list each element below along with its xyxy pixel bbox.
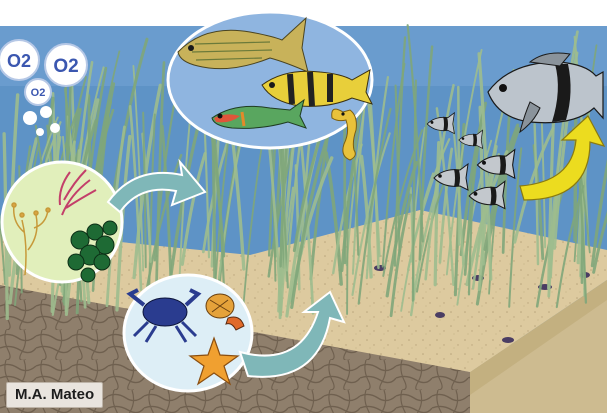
bubble-icon: [40, 106, 52, 118]
seagrass-blade: [458, 87, 459, 245]
oxygen-label-3: O2: [31, 87, 46, 99]
oxygen-label-2: O2: [53, 56, 78, 77]
bubble-icon: [50, 123, 60, 133]
bubble-icon: [23, 111, 37, 125]
oxygen-label-1: O2: [7, 51, 31, 71]
invertebrate-inset: [124, 275, 252, 391]
author-credit: M.A. Mateo: [6, 382, 103, 408]
algae-inset: [2, 162, 122, 282]
fish-inset: [168, 12, 372, 148]
bubble-icon: [36, 128, 44, 136]
